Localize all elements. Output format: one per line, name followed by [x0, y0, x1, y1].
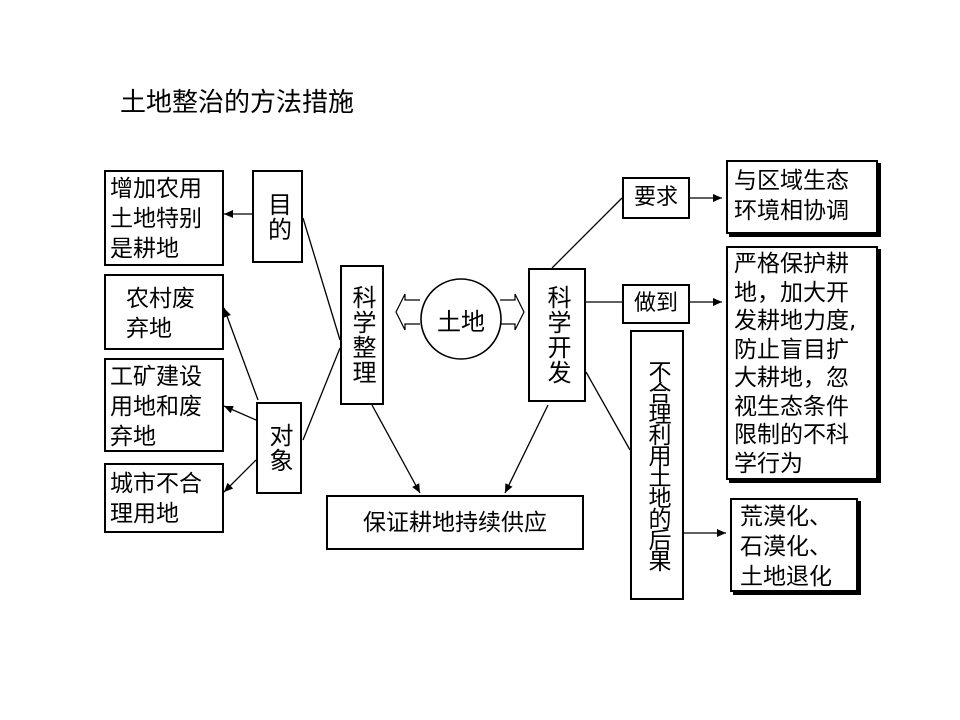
center-circle	[420, 278, 502, 360]
mining-land-box: 工矿建设 用地和废 弃地	[104, 358, 224, 452]
purpose-target-line-2: 土地特别	[110, 206, 202, 232]
scientific-arrangement-box: 科学整理	[340, 265, 384, 405]
misuse-target-box: 荒漠化、 石漠化、 土地退化	[730, 498, 858, 592]
misuse-target-line-3: 土地退化	[740, 564, 832, 590]
achieve-target-line-7: 限制的不科	[734, 422, 849, 448]
rural-land-line-2: 弃地	[126, 316, 172, 342]
requirement-target-box: 与区域生态 环境相协调	[726, 160, 878, 234]
misuse-consequence-box: 不合理利用土地的后果	[630, 330, 684, 600]
misuse-target-line-1: 荒漠化、	[740, 504, 832, 530]
scientific-development-box: 科学开发	[528, 268, 586, 402]
misuse-target-line-2: 石漠化、	[740, 534, 832, 560]
center-label: 土地	[437, 307, 485, 336]
mining-land-line-2: 用地和废	[110, 394, 202, 420]
rural-land-line-1: 农村废	[126, 286, 195, 312]
line-develop-to-requirement	[551, 197, 623, 269]
achieve-target-line-6: 视生态条件	[734, 393, 849, 420]
requirement-box: 要求	[622, 177, 690, 219]
purpose-target-line-1: 增加农用	[110, 176, 202, 202]
achieve-target-line-8: 学行为	[734, 450, 803, 477]
arrow-objects-to-rural	[223, 307, 259, 401]
urban-land-box: 城市不合 理用地	[104, 463, 224, 533]
urban-land-line-1: 城市不合	[110, 471, 202, 497]
line-arrange-to-objects	[302, 347, 341, 441]
achieve-target-box: 严格保护耕 地，加大开 发耕地力度, 防止盲目扩 大耕地，忽 视生态条件 限制的…	[726, 246, 878, 480]
sustained-supply-box: 保证耕地持续供应	[326, 495, 584, 550]
requirement-target-line-1: 与区域生态	[734, 168, 849, 194]
line-arrange-to-purpose	[302, 217, 341, 341]
double-arrow-left	[395, 293, 420, 331]
purpose-target-box: 增加农用 土地特别 是耕地	[104, 170, 224, 266]
mining-land-line-1: 工矿建设	[110, 364, 202, 390]
arrow-objects-to-mining	[223, 405, 257, 421]
purpose-target-line-3: 是耕地	[110, 236, 179, 262]
purpose-box: 目的	[252, 170, 303, 263]
arrow-develop-to-supply	[504, 404, 549, 494]
achieve-target-line-1: 严格保护耕	[734, 251, 849, 277]
achieve-target-line-4: 防止盲目扩	[734, 336, 849, 363]
page-title: 土地整治的方法措施	[120, 88, 355, 118]
line-develop-to-misuse	[585, 371, 631, 451]
achieve-target-line-5: 大耕地，忽	[734, 365, 849, 391]
requirement-target-line-2: 环境相协调	[734, 198, 849, 224]
rural-land-box: 农村废 弃地	[104, 274, 224, 350]
arrow-objects-to-urban	[223, 459, 257, 493]
achieve-target-line-2: 地，加大开	[734, 279, 849, 306]
arrow-arrange-to-supply	[371, 404, 421, 494]
mining-land-line-3: 弃地	[110, 424, 156, 450]
double-arrow-right	[500, 293, 525, 331]
urban-land-line-2: 理用地	[110, 501, 179, 527]
objects-box: 对象	[256, 402, 302, 494]
achieve-box: 做到	[622, 284, 690, 324]
achieve-target-line-3: 发耕地力度,	[734, 308, 857, 334]
